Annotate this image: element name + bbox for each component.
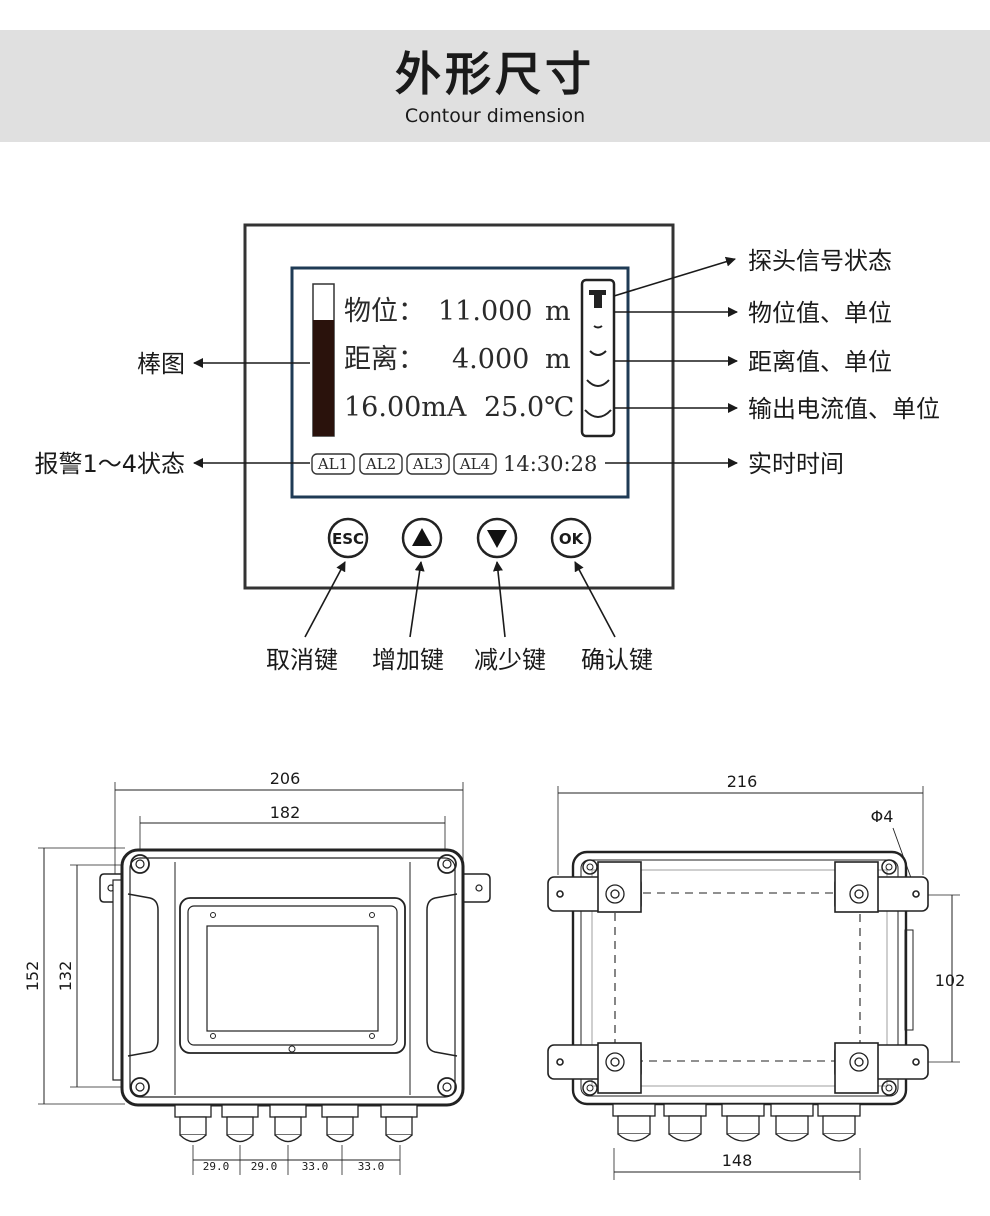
callout-distance-value: 距离值、单位 [748,348,892,376]
triangle-down-icon [487,530,507,548]
alarm-badge [311,453,355,475]
temperature-value: 25.0℃ [484,392,574,423]
clock-time: 14:30:28 [503,452,597,476]
callout-probe-status: 探头信号状态 [748,247,892,275]
back-width-outer: 216 [727,772,758,791]
callout-arrow [304,561,346,638]
callout-alarm-status: 报警1～4状态 [34,450,185,478]
level-label: 物位： [344,296,425,327]
alarm-badge-label: AL4 [459,455,490,473]
callout-arrow [492,561,506,638]
down-button[interactable] [476,517,518,559]
front-width-inner: 182 [270,803,301,822]
callout-arrow [613,256,736,297]
level-unit: m [545,296,571,327]
callout-decrease-key: 减少键 [474,646,546,674]
front-height-inner: 132 [56,961,75,992]
probe-signal-icon [580,278,616,438]
distance-value: 4.000 [452,344,529,375]
current-value: 16.00mA [344,392,467,423]
callout-cancel-key: 取消键 [266,646,338,674]
alarm-badges: AL1 AL2 AL3 AL4 [311,453,497,475]
alarm-badge-label: AL2 [365,455,396,473]
front-height-outer: 152 [23,961,42,992]
callout-realtime: 实时时间 [748,450,844,478]
callout-current-value: 输出电流值、单位 [748,395,940,423]
callout-confirm-key: 确认键 [581,646,653,674]
alarm-badge [453,453,497,475]
back-hole-diameter: Φ4 [871,807,894,826]
front-width-outer: 206 [270,769,301,788]
distance-unit: m [545,344,571,375]
esc-button[interactable]: ESC [327,517,369,559]
alarm-badge [359,453,403,475]
gland-spacing: 29.0 [203,1160,230,1173]
callout-level-value: 物位值、单位 [748,299,892,327]
up-button[interactable] [401,517,443,559]
back-width-bottom: 148 [722,1151,753,1170]
gland-spacing: 33.0 [302,1160,329,1173]
back-height: 102 [935,971,966,990]
distance-label: 距离： [344,344,425,375]
esc-button-label: ESC [332,530,364,548]
header-band [0,30,990,142]
callout-bar-graph: 棒图 [137,350,185,378]
ok-button[interactable]: OK [550,517,592,559]
alarm-badge-label: AL3 [412,455,443,473]
gland-spacing: 29.0 [251,1160,278,1173]
callout-arrow [574,561,616,638]
page-subtitle: Contour dimension [404,105,586,127]
alarm-badge-label: AL1 [317,455,348,473]
page-title: 外形尺寸 [395,47,595,101]
callout-arrow [409,561,425,638]
level-value: 11.000 [438,296,532,327]
bar-graph-fill [313,320,334,436]
callout-increase-key: 增加键 [372,646,444,674]
ok-button-label: OK [559,530,585,548]
gland-spacing: 33.0 [358,1160,385,1173]
triangle-up-icon [412,528,432,546]
front-view-drawing [38,782,491,1175]
alarm-badge [406,453,450,475]
back-view-drawing [547,786,960,1180]
